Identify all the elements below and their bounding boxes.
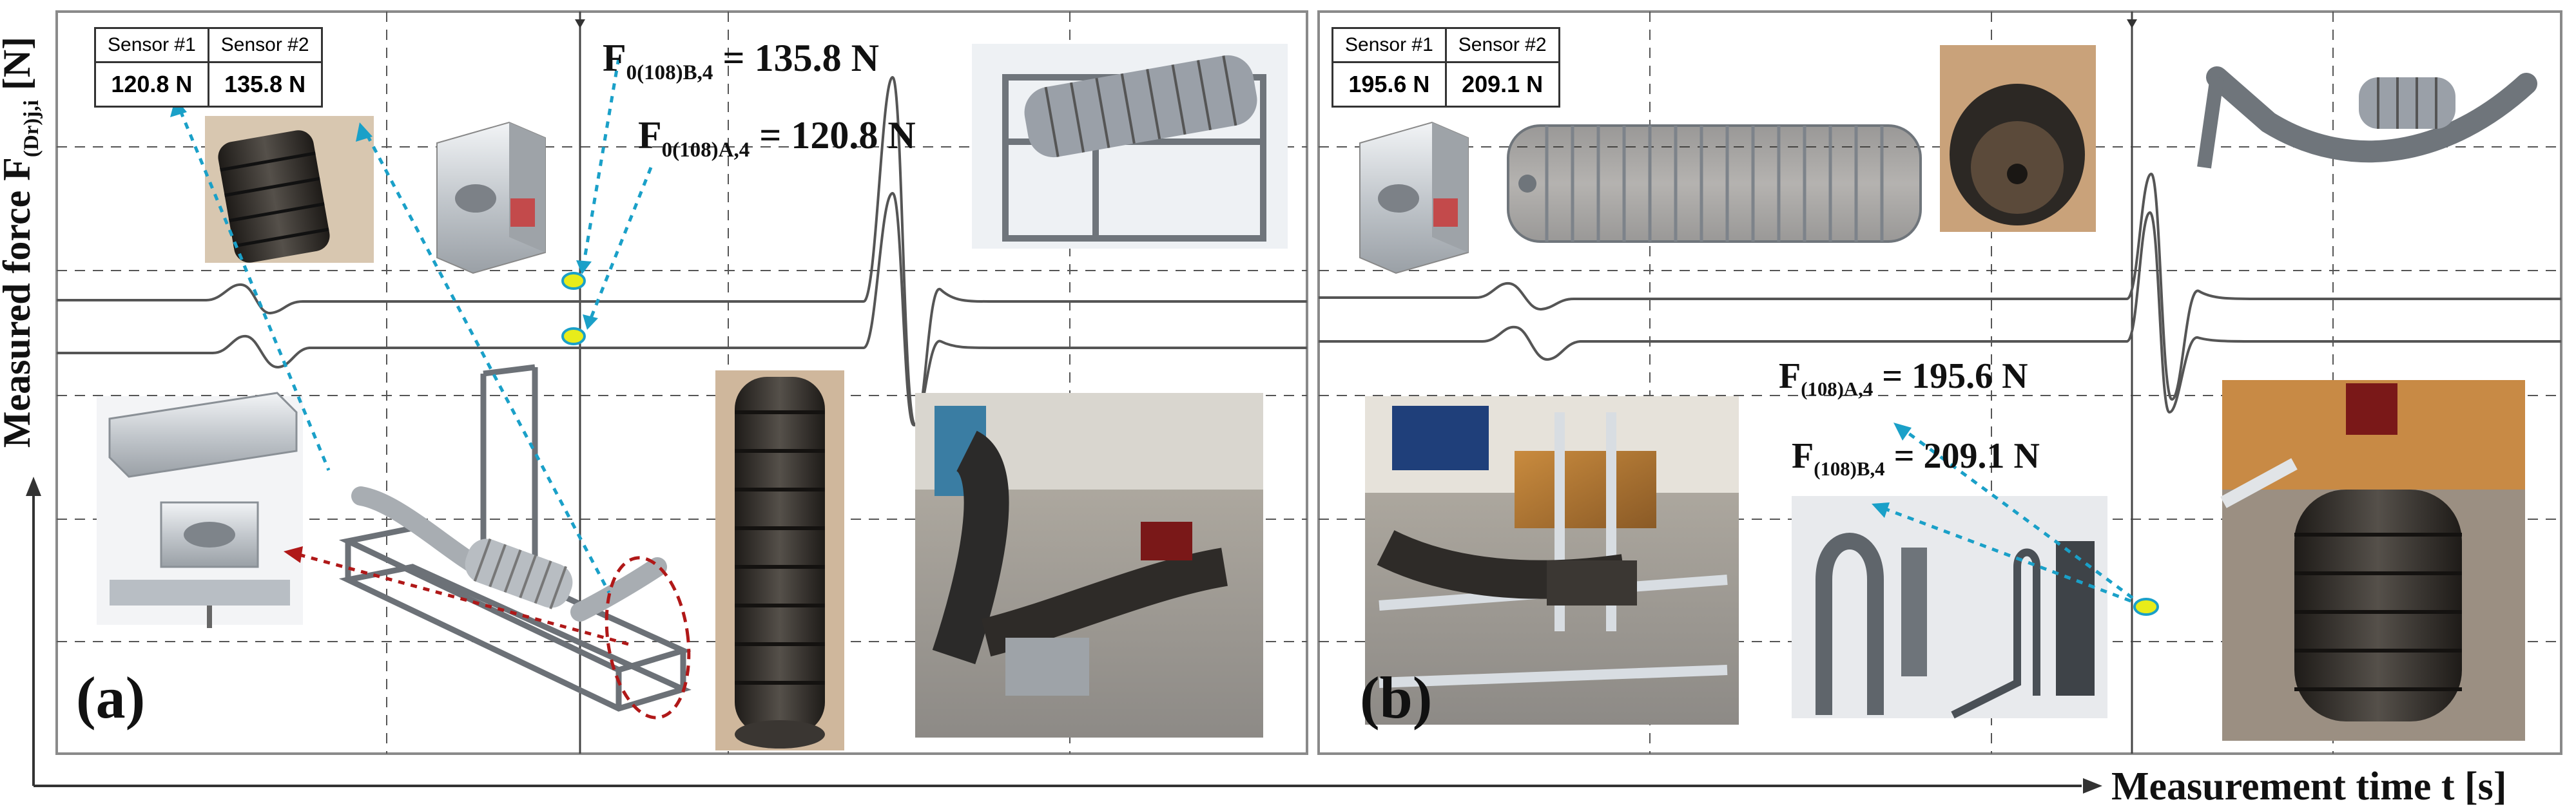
sensor-2-value-a: 135.8 N <box>207 61 323 108</box>
red-dotted-leader <box>296 552 629 646</box>
x-axis-arrow <box>2083 778 2102 794</box>
roller-photo-end-b <box>1940 45 2096 232</box>
load-cell-b <box>1359 121 1469 274</box>
load-cell-a <box>436 121 546 274</box>
marker-sensor-b <box>2133 598 2159 616</box>
panel-b-leaders <box>1884 428 2144 607</box>
axes <box>26 477 2102 794</box>
annotation-force-b-panel-a: F0(108)B,4 = 135.8 N <box>603 37 879 84</box>
y-axis-arrow <box>26 477 41 496</box>
cad-frame-b <box>2197 66 2537 169</box>
sensor-1-value-a: 120.8 N <box>94 61 209 108</box>
sensor-table-b: Sensor #1 Sensor #2 195.6 N 209.1 N <box>1332 27 1560 108</box>
sensor-table-a: Sensor #1 Sensor #2 120.8 N 135.8 N <box>94 27 323 108</box>
sensor-2-value-b: 209.1 N <box>1444 61 1560 108</box>
cad-roller-a <box>972 44 1288 249</box>
panel-a-leaders <box>179 57 653 594</box>
panel-label-b: (b) <box>1360 665 1433 730</box>
panel-b-signals <box>1319 172 2561 414</box>
y-axis-title: Measured force F(Dr)j,i [N] <box>0 36 43 448</box>
roller-photo-small-a <box>205 116 374 263</box>
roller-photo-right-b <box>2220 380 2525 741</box>
marker-sensor-b-a <box>561 272 586 290</box>
panel-b-leader-heads <box>1872 423 1912 518</box>
load-cell-detail-a <box>97 392 303 628</box>
sensor-2-header-a: Sensor #2 <box>207 27 323 63</box>
sensor-1-header-b: Sensor #1 <box>1332 27 1447 63</box>
panel-a-markers <box>561 272 586 345</box>
annotation-force-a-panel-b: F(108)A,4 = 195.6 N <box>1779 356 2028 401</box>
lab-photo-b <box>1365 396 1739 725</box>
marker-sensor-a-a <box>561 327 586 345</box>
sensor-1-value-b: 195.6 N <box>1332 61 1447 108</box>
cad-roller-b <box>1507 124 1922 243</box>
x-axis-title: Measurement time t [s] <box>2111 765 2507 808</box>
sensor-2-header-b: Sensor #2 <box>1444 27 1560 63</box>
annotation-force-b-panel-b: F(108)B,4 = 209.1 N <box>1792 436 2040 481</box>
panel-label-a: (a) <box>76 665 146 730</box>
lab-photo-a <box>915 393 1263 738</box>
annotation-force-a-panel-a: F0(108)A,4 = 120.8 N <box>638 114 916 162</box>
roller-photo-tall-a <box>715 370 844 750</box>
cad-detail-b <box>1792 496 2107 719</box>
sensor-1-header-a: Sensor #1 <box>94 27 209 63</box>
highlight-ellipse <box>605 556 691 720</box>
test-rig-a <box>284 364 692 720</box>
